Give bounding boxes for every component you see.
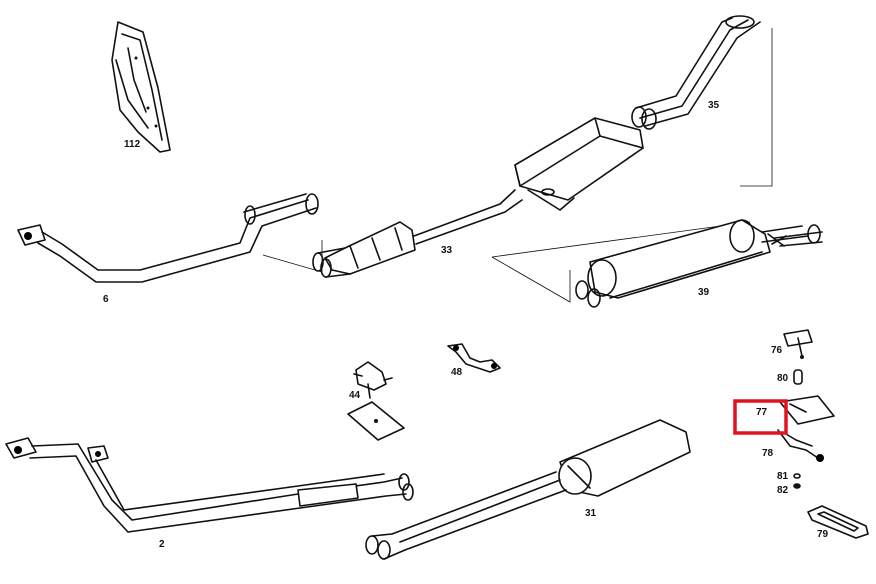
- rear-muffler-39: [575, 219, 823, 308]
- label-82: 82: [777, 485, 789, 496]
- tailpipe-35: [631, 15, 761, 130]
- label-77: 77: [756, 407, 768, 418]
- heat-shield-112: [111, 21, 171, 153]
- clamp-48: [447, 343, 501, 373]
- label-33: 33: [441, 245, 453, 256]
- label-6: 6: [103, 294, 109, 305]
- label-35: 35: [708, 100, 720, 111]
- bracket-76: [783, 329, 813, 359]
- label-31: 31: [585, 508, 597, 519]
- label-112: 112: [124, 139, 141, 150]
- label-81: 81: [777, 471, 789, 482]
- label-78: 78: [762, 448, 774, 459]
- label-44: 44: [349, 390, 361, 401]
- label-80: 80: [777, 373, 789, 384]
- label-48: 48: [451, 367, 463, 378]
- label-39: 39: [698, 287, 710, 298]
- rubber-mount-44: [347, 361, 405, 441]
- front-muffler-33: [312, 117, 644, 278]
- highlight-box-77: [733, 399, 788, 435]
- nut-washer-81-82: [793, 473, 801, 489]
- rubber-ring-79: [807, 505, 869, 539]
- center-muffler-31: [365, 419, 691, 560]
- front-pipe-2: [5, 437, 414, 533]
- front-pipe-6: [17, 193, 319, 283]
- label-76: 76: [771, 345, 783, 356]
- label-2: 2: [159, 539, 165, 550]
- label-79: 79: [817, 529, 829, 540]
- bracket-assembly-77-78: [777, 395, 835, 462]
- sleeve-80: [793, 369, 803, 385]
